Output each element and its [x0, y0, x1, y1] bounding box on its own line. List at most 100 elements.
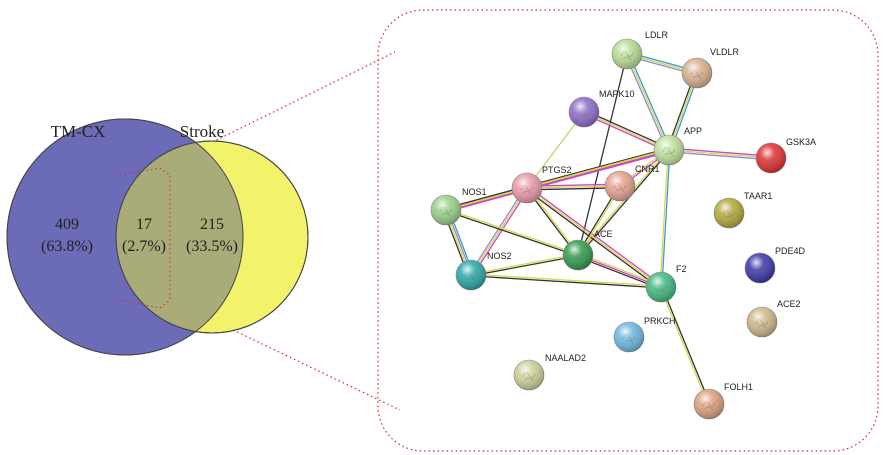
node-label-nos2: NOS2 — [487, 251, 512, 261]
node-f2[interactable]: F2 — [645, 264, 687, 303]
venn-left-title: TM-CX — [51, 122, 106, 141]
edge-ptgs2-nos2 — [468, 186, 530, 277]
node-shine — [756, 143, 786, 173]
node-mapk10[interactable]: MAPK10 — [568, 89, 635, 128]
edge-line — [628, 53, 672, 150]
node-shine — [614, 322, 644, 352]
edge-app-gsk3a — [668, 147, 772, 161]
node-prkch[interactable]: PRKCH — [613, 316, 676, 353]
node-cnr1[interactable]: CNR1 — [604, 164, 660, 202]
edge-line — [468, 186, 527, 275]
edge-line — [446, 150, 670, 212]
node-label-ldlr: LDLR — [645, 30, 669, 40]
node-shine — [694, 389, 724, 419]
edge-line — [527, 186, 663, 287]
node-shine — [563, 240, 593, 270]
node-folh1[interactable]: FOLH1 — [693, 382, 753, 420]
node-label-ptgs2: PTGS2 — [542, 165, 572, 175]
venn-right-count: 215 — [200, 216, 224, 233]
edge-line — [470, 275, 661, 289]
node-label-f2: F2 — [676, 264, 687, 274]
node-label-app: APP — [684, 126, 702, 136]
node-shine — [654, 135, 684, 165]
zoom-connectors — [159, 51, 401, 411]
edge-app-f2 — [659, 149, 671, 288]
node-label-gsk3a: GSK3A — [786, 137, 816, 147]
edge-line — [659, 149, 669, 287]
edge-line — [446, 208, 579, 255]
venn-overlap-pct: (2.7%) — [122, 238, 166, 255]
node-label-pde4d: PDE4D — [775, 246, 806, 256]
venn-overlap — [116, 141, 243, 333]
edge-line — [668, 149, 772, 159]
node-nos2[interactable]: NOS2 — [455, 251, 512, 291]
node-shine — [646, 272, 676, 302]
node-pde4d[interactable]: PDE4D — [744, 246, 806, 284]
edge-f2-folh1 — [659, 286, 711, 405]
edge-line — [526, 149, 670, 189]
zoom-line-top — [159, 51, 396, 169]
node-shine — [456, 260, 486, 290]
edge-line — [445, 210, 578, 257]
edge-mapk10-ptgs2 — [526, 111, 585, 189]
node-ldlr[interactable]: LDLR — [611, 30, 669, 70]
venn-left-pct: (63.8%) — [41, 238, 93, 255]
edge-line — [583, 111, 670, 151]
edge-app-nos1 — [445, 148, 670, 212]
edge-line — [669, 147, 772, 157]
edge-line — [624, 54, 668, 151]
node-shine — [714, 198, 744, 228]
venn-left-outline — [6, 118, 244, 356]
node-vldlr[interactable]: VLDLR — [681, 47, 740, 89]
edge-line — [526, 147, 669, 187]
node-label-ace: ACE — [594, 229, 613, 239]
node-shine — [747, 307, 777, 337]
zoom-line-bottom — [159, 294, 401, 411]
edge-line — [527, 187, 621, 191]
node-naalad2[interactable]: NAALAD2 — [513, 353, 586, 391]
edge-line — [445, 148, 669, 210]
node-shine — [605, 171, 635, 201]
venn-right-title: Stroke — [180, 122, 224, 141]
node-shine — [612, 39, 642, 69]
node-label-folh1: FOLH1 — [724, 382, 753, 392]
edge-nos1-ace — [445, 208, 579, 257]
edge-line — [659, 287, 709, 405]
edge-line — [668, 151, 771, 161]
edge-line — [577, 53, 628, 256]
node-ace[interactable]: ACE — [562, 229, 613, 271]
edge-line — [583, 113, 669, 153]
edge-line — [661, 150, 671, 288]
edge-line — [525, 188, 661, 289]
node-shine — [682, 58, 712, 88]
edge-ptgs2-cnr1 — [526, 183, 621, 191]
node-label-taar1: TAAR1 — [744, 191, 772, 201]
node-label-cnr1: CNR1 — [635, 164, 660, 174]
node-shine — [431, 195, 461, 225]
edge-line — [526, 111, 585, 189]
edge-nos2-f2 — [470, 273, 662, 289]
edge-line — [584, 109, 670, 149]
venn-left-count: 409 — [55, 216, 79, 233]
node-label-vldlr: VLDLR — [710, 47, 740, 57]
node-ace2[interactable]: ACE2 — [746, 299, 801, 338]
node-taar1[interactable]: TAAR1 — [713, 191, 772, 229]
edge-line — [526, 187, 662, 288]
edge-ldlr-app — [624, 53, 672, 151]
node-shine — [745, 253, 775, 283]
node-gsk3a[interactable]: GSK3A — [755, 137, 816, 174]
node-label-mapk10: MAPK10 — [599, 89, 635, 99]
node-ptgs2[interactable]: PTGS2 — [511, 165, 572, 204]
node-app[interactable]: APP — [653, 126, 702, 166]
node-nos1[interactable]: NOS1 — [430, 187, 487, 226]
edge-line — [526, 183, 620, 187]
node-label-naalad2: NAALAD2 — [545, 353, 586, 363]
node-shine — [514, 360, 544, 390]
edge-line — [470, 253, 578, 275]
node-label-prkch: PRKCH — [644, 316, 676, 326]
node-label-nos1: NOS1 — [462, 187, 487, 197]
edge-line — [661, 286, 711, 404]
edge-line — [471, 188, 530, 277]
